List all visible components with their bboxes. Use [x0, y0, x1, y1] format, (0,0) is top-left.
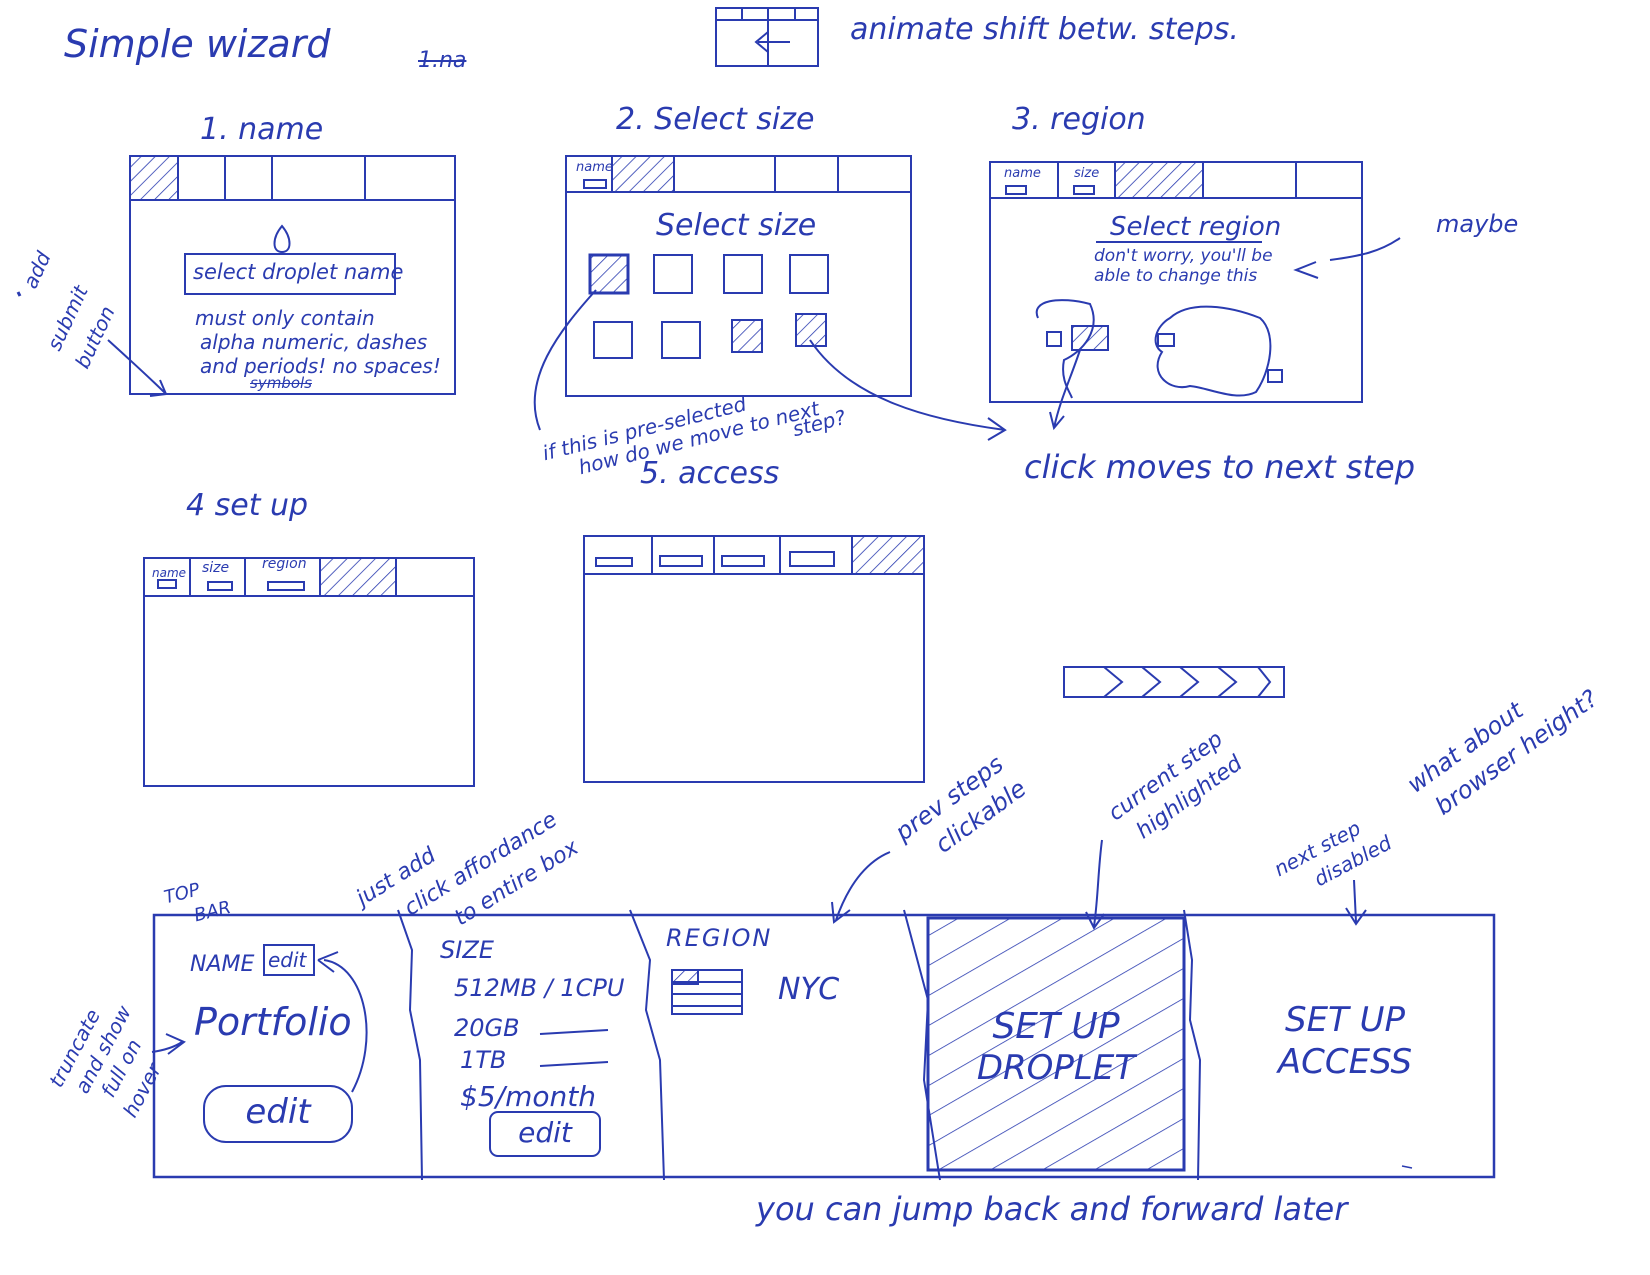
- access-label-line2: ACCESS: [1277, 1042, 1413, 1082]
- name-value: Portfolio: [194, 1000, 352, 1044]
- region-value: NYC: [778, 972, 840, 1007]
- topbar-step-size[interactable]: SIZE 512MB / 1CPU 20GB 1TB $5/month edit: [414, 918, 644, 1174]
- name-label: NAME: [190, 952, 255, 977]
- access-label-line1: SET UP: [1284, 1000, 1406, 1040]
- name-edit-button[interactable]: edit: [245, 1092, 311, 1132]
- step2-tab-name: name: [576, 160, 613, 175]
- jump-note: you can jump back and forward later: [756, 1190, 1348, 1228]
- step2-body-title: Select size: [656, 208, 817, 243]
- size-edit-button[interactable]: edit: [518, 1116, 572, 1149]
- step1-heading: 1. name: [200, 112, 324, 147]
- topbar-step-name[interactable]: NAME edit Portfolio edit: [156, 918, 400, 1174]
- maybe-note: maybe: [1436, 210, 1519, 238]
- size-spec-transfer: 1TB: [460, 1046, 507, 1074]
- topbar-step-setup-current[interactable]: SET UP DROPLET: [928, 918, 1184, 1170]
- size-spec-disk: 20GB: [454, 1014, 520, 1042]
- name-hint-line3: and periods! no spaces!: [200, 354, 441, 378]
- step3-hint-line2: able to change this: [1094, 266, 1258, 286]
- size-label: SIZE: [440, 936, 494, 964]
- step3-body-title: Select region: [1110, 212, 1282, 242]
- name-hint-line2: alpha numeric, dashes: [200, 330, 428, 354]
- region-label: REGION: [666, 924, 773, 952]
- step4-tab-region: region: [262, 556, 307, 572]
- size-spec-price: $5/month: [460, 1080, 596, 1113]
- step3-heading: 3. region: [1012, 102, 1146, 137]
- name-hint-line1: must only contain: [195, 306, 375, 330]
- setup-label-line2: DROPLET: [976, 1048, 1136, 1088]
- topbar-step-region[interactable]: REGION NYC: [660, 918, 916, 1174]
- step3-hint-line1: don't worry, you'll be: [1094, 246, 1273, 266]
- struck-note: 1.na: [418, 48, 467, 73]
- step5-heading: 5. access: [640, 456, 780, 491]
- step4-tab-size: size: [202, 560, 230, 576]
- setup-label-line1: SET UP: [992, 1006, 1120, 1047]
- droplet-name-input[interactable]: select droplet name: [193, 260, 404, 284]
- step4-heading: 4 set up: [186, 488, 309, 523]
- click-moves-note: click moves to next step: [1024, 448, 1416, 486]
- sketch-title: Simple wizard: [64, 22, 331, 66]
- size-spec-memory-cpu: 512MB / 1CPU: [454, 974, 625, 1002]
- step4-tab-name: name: [152, 566, 187, 580]
- step3-tab-size: size: [1074, 166, 1100, 181]
- name-hint-struck-word: symbols: [250, 374, 312, 392]
- animate-note: animate shift betw. steps.: [850, 12, 1239, 47]
- step2-heading: 2. Select size: [616, 102, 815, 137]
- topbar-step-access-disabled: SET UP ACCESS: [1200, 918, 1494, 1174]
- name-edit-small-link[interactable]: edit: [268, 948, 307, 972]
- step3-tab-name: name: [1004, 166, 1041, 181]
